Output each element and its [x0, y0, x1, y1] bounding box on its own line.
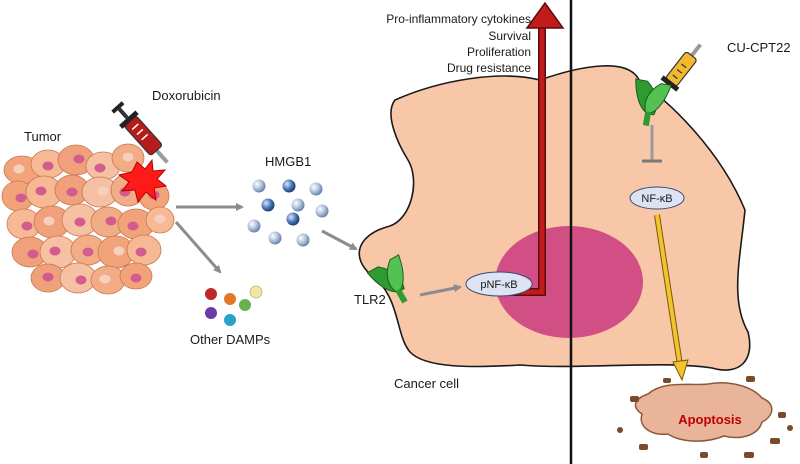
- pnfkb-label: pNF-κB: [480, 279, 517, 291]
- doxorubicin-label: Doxorubicin: [152, 88, 221, 103]
- nfkb-oval: [629, 186, 685, 210]
- cu-cpt22-label: CU-CPT22: [727, 40, 791, 55]
- hmgb1-label: HMGB1: [265, 154, 311, 169]
- tumor-cell-nucleus: [97, 186, 109, 196]
- outcome-item: Survival: [488, 29, 531, 43]
- arrow-tumor-to-damps: [174, 221, 222, 274]
- outcome-item: Pro-inflammatory cytokines: [386, 12, 531, 26]
- other-damps-molecules: [205, 285, 263, 326]
- tumor-cell-nucleus: [135, 247, 147, 257]
- apoptotic-cell: [634, 382, 773, 442]
- apoptosis-label: Apoptosis: [678, 412, 742, 427]
- tumor-cell-nucleus: [42, 161, 54, 171]
- tumor-cell-nucleus: [122, 152, 134, 162]
- inhibitor-icon: [642, 125, 662, 163]
- tumor-cell-nucleus: [94, 163, 106, 173]
- tumor-cell-nucleus: [74, 217, 86, 227]
- outcomes-list: Pro-inflammatory cytokines Survival Prol…: [386, 12, 531, 75]
- tumor-cell-nucleus: [13, 164, 25, 174]
- cancer-cell-label: Cancer cell: [394, 376, 459, 391]
- tumor-cell-nucleus: [154, 214, 166, 224]
- arrow-tlr2-to-pnfkb: [419, 284, 462, 297]
- tumor-cell-nucleus: [27, 249, 39, 259]
- outcome-item: Drug resistance: [447, 61, 531, 75]
- tumor-cell-nucleus: [15, 193, 27, 203]
- hmgb1-molecules: [247, 179, 376, 263]
- burst-icon: [117, 158, 168, 204]
- tumor-cell-nucleus: [21, 221, 33, 231]
- tumor-cell-nucleus: [127, 221, 139, 231]
- nfkb-label: NF-κB: [641, 193, 672, 205]
- tumor-label: Tumor: [24, 129, 62, 144]
- apoptotic-debris: [617, 376, 793, 458]
- tumor-cell-nucleus: [42, 272, 54, 282]
- tumor-cell-nucleus: [75, 275, 87, 285]
- tumor-cell-nucleus: [99, 274, 111, 284]
- syringe-icon: [111, 101, 169, 164]
- pnfkb-oval: [465, 271, 533, 297]
- tumor-cell-nucleus: [105, 216, 117, 226]
- other-damps-label: Other DAMPs: [190, 332, 271, 347]
- tumor-cell-nucleus: [35, 186, 47, 196]
- tumor-cell-nucleus: [82, 247, 94, 257]
- tumor-cell-nucleus: [49, 246, 61, 256]
- tumor-cell-nucleus: [130, 273, 142, 283]
- receptor-icon: [635, 78, 672, 127]
- tumor-cell-nucleus: [113, 246, 125, 256]
- receptor-icon: [366, 254, 408, 304]
- arrow-nfkb-to-apoptosis: [654, 214, 689, 382]
- tumor-cell-nucleus: [66, 187, 78, 197]
- arrow-hmgb1-to-tlr2: [321, 229, 358, 251]
- outcome-item: Proliferation: [467, 45, 531, 59]
- tumor-cell-nucleus: [73, 154, 85, 164]
- tlr2-label: TLR2: [354, 292, 386, 307]
- nucleus: [495, 226, 643, 338]
- tumor-cell-nucleus: [43, 216, 55, 226]
